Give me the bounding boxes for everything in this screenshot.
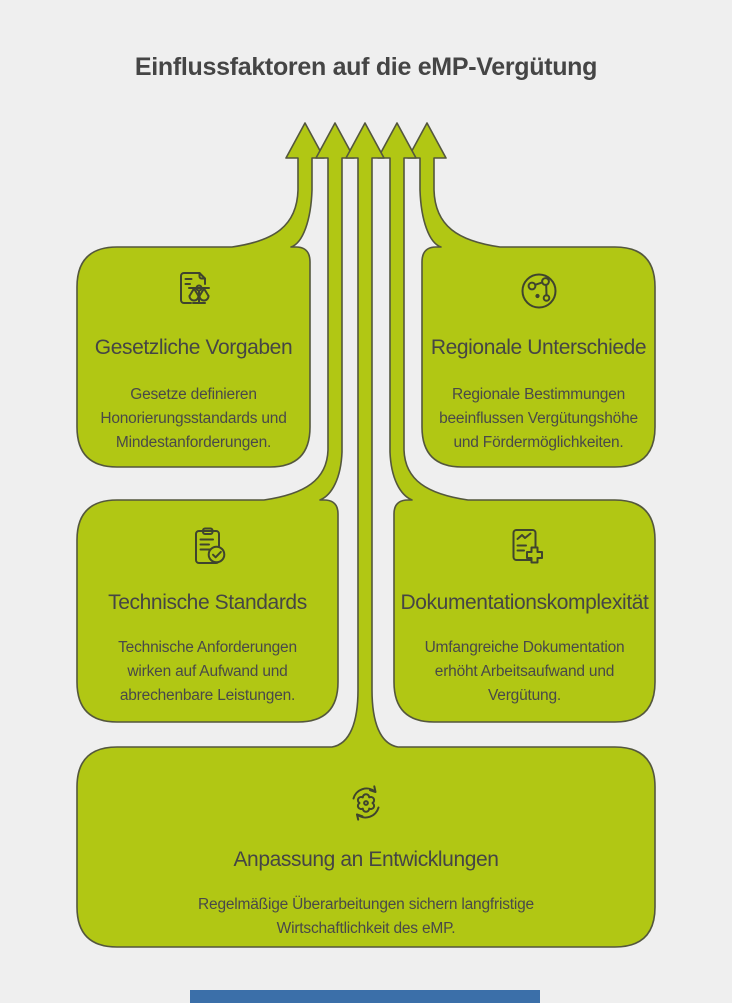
box-heading: Dokumentationskomplexität: [400, 591, 649, 614]
box-body: Regionale Bestimmungen beeinflussen Verg…: [439, 386, 638, 451]
bottom-banner: [190, 990, 540, 1003]
globe-network-icon: [521, 273, 556, 309]
box-body: Gesetze definieren Honorierungsstandards…: [100, 386, 287, 451]
box-heading: Anpassung an Entwicklungen: [233, 848, 499, 871]
shape-dokumentationskomplexitaet: [377, 122, 656, 723]
box-regionale-unterschiede: Regionale Unterschiede Regionale Bestimm…: [422, 247, 655, 455]
box-anpassung-an-entwicklungen: Anpassung an Entwicklungen Regelmäßige Ü…: [77, 747, 655, 941]
box-body: Regelmäßige Überarbeitungen sichern lang…: [198, 896, 534, 937]
document-scales-icon: [179, 272, 210, 304]
refresh-gear-icon: [352, 785, 380, 821]
box-body: Umfangreiche Dokumentation erhöht Arbeit…: [424, 639, 625, 704]
box-dokumentationskomplexitaet: Dokumentationskomplexität Umfangreiche D…: [394, 500, 655, 708]
box-heading: Technische Standards: [108, 591, 307, 614]
clipboard-check-icon: [194, 527, 225, 564]
box-gesetzliche-vorgaben: Gesetzliche Vorgaben Gesetze definieren …: [77, 247, 310, 455]
shape-regionale-unterschiede: [407, 122, 656, 468]
document-plus-icon: [512, 529, 543, 564]
shape-anpassung-an-entwicklungen: [76, 122, 656, 948]
box-heading: Gesetzliche Vorgaben: [94, 336, 293, 359]
shape-technische-standards: [76, 122, 355, 723]
page-title: Einflussfaktoren auf die eMP-Vergütung: [134, 53, 598, 81]
box-technische-standards: Technische Standards Technische Anforder…: [77, 500, 338, 708]
box-heading: Regionale Unterschiede: [430, 336, 647, 359]
box-body: Technische Anforderungen wirken auf Aufw…: [118, 639, 297, 704]
